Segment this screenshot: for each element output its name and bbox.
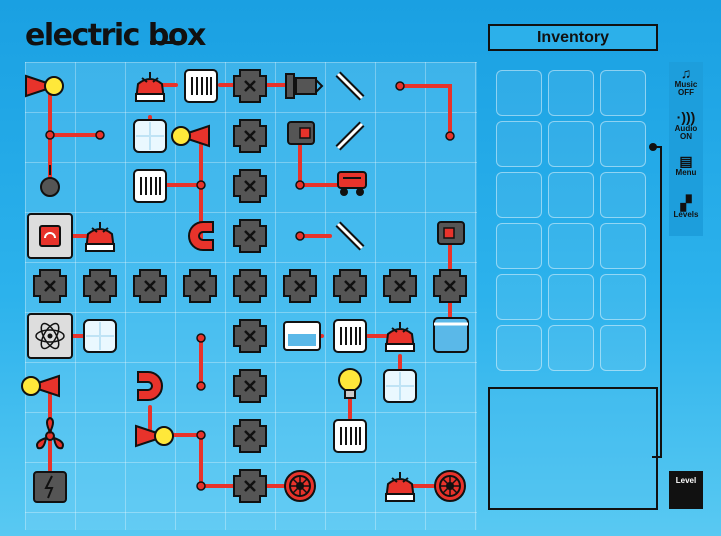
ice-block-component[interactable] — [83, 119, 417, 403]
inventory-slot[interactable] — [496, 121, 542, 167]
switch-component[interactable] — [287, 121, 465, 245]
item-detail-panel — [488, 387, 658, 510]
menu-button[interactable]: ▤ Menu — [669, 150, 703, 194]
inventory-slot[interactable] — [496, 325, 542, 371]
menu-icon: ▤ — [679, 153, 693, 169]
inventory-slot[interactable] — [600, 325, 646, 371]
game-logo: electric box — [25, 18, 206, 53]
wire-joint — [45, 81, 455, 491]
audio-icon: ·))) — [676, 109, 696, 125]
music-note-icon: ♫ — [680, 65, 692, 81]
music-toggle-button[interactable]: ♫ Music OFF — [669, 62, 703, 106]
inventory-slot[interactable] — [496, 172, 542, 218]
inventory-slot[interactable] — [600, 70, 646, 116]
battery-component[interactable] — [33, 471, 67, 503]
fan-component[interactable] — [25, 75, 64, 97]
inventory-slot[interactable] — [548, 325, 594, 371]
atom-generator-component[interactable] — [27, 313, 73, 359]
inventory-slot[interactable] — [600, 223, 646, 269]
panel-connector-line — [660, 146, 662, 458]
inventory-slot[interactable] — [496, 70, 542, 116]
plug-component[interactable] — [285, 73, 324, 99]
inventory-slot[interactable] — [496, 274, 542, 320]
mirror-component[interactable] — [338, 74, 362, 248]
inventory-slot[interactable] — [548, 274, 594, 320]
levels-button[interactable]: ▞ Levels — [669, 192, 703, 236]
weight-component[interactable] — [40, 165, 60, 197]
inventory-slot[interactable] — [548, 70, 594, 116]
panel-connector-line — [652, 456, 662, 458]
levels-icon: ▞ — [680, 195, 692, 211]
inventory-title: Inventory — [488, 24, 658, 51]
inventory-slot[interactable] — [548, 172, 594, 218]
level-button[interactable]: Level — [669, 471, 703, 509]
inventory-slot[interactable] — [600, 172, 646, 218]
bulb-component[interactable] — [338, 368, 362, 399]
inventory-slot[interactable] — [548, 121, 594, 167]
inventory-slot[interactable] — [600, 274, 646, 320]
aquarium-component[interactable] — [283, 321, 321, 351]
robot-cart-component[interactable] — [337, 171, 367, 196]
power-source-component[interactable] — [27, 213, 73, 259]
inventory-slot[interactable] — [600, 121, 646, 167]
wheel-component[interactable] — [284, 470, 466, 502]
audio-toggle-button[interactable]: ·))) Audio ON — [669, 106, 703, 150]
inventory-slot[interactable] — [548, 223, 594, 269]
panel-connector-line — [652, 146, 662, 148]
logo-strike-decoration — [150, 41, 180, 44]
inventory-slot[interactable] — [496, 223, 542, 269]
water-tank-component[interactable] — [433, 317, 469, 353]
